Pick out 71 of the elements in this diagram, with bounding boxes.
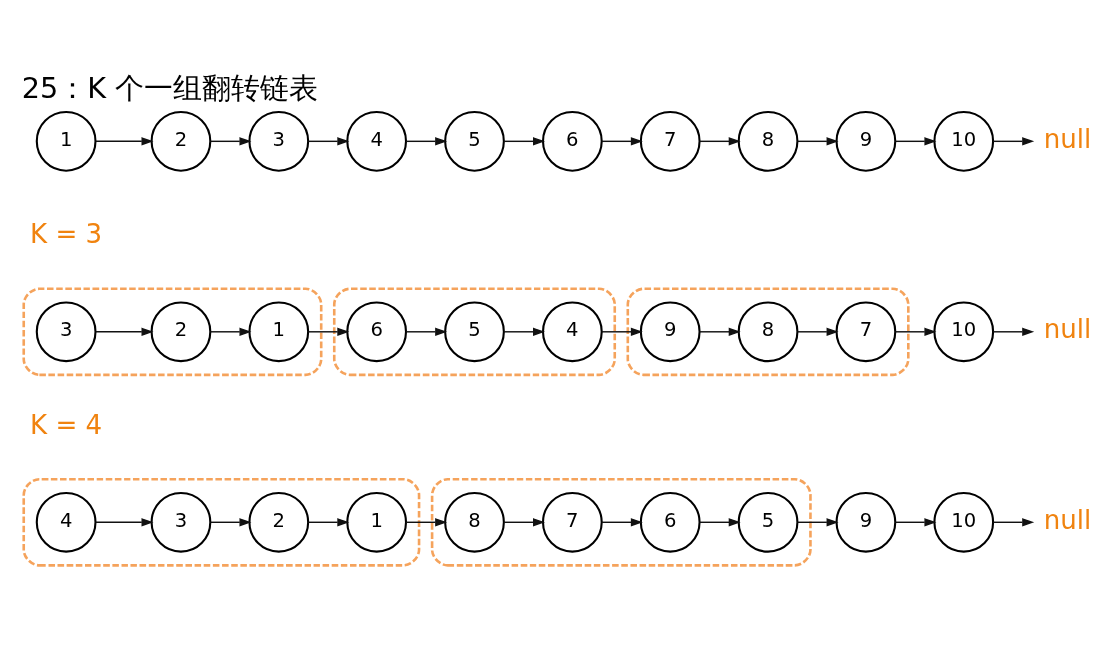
node-circle: 2	[248, 491, 310, 553]
node-circle: 10	[933, 300, 995, 362]
arrow	[992, 136, 1035, 146]
cluster	[430, 477, 812, 567]
node-circle: 6	[541, 110, 603, 172]
node-circle: 8	[737, 300, 799, 362]
node-circle: 10	[933, 110, 995, 172]
node-circle: 7	[639, 110, 701, 172]
node-circle: 3	[150, 491, 212, 553]
arrow	[503, 517, 546, 526]
arrow	[601, 136, 643, 146]
cluster	[332, 286, 617, 376]
node-circle: 1	[248, 300, 310, 362]
node-circle: 2	[150, 300, 212, 362]
arrow	[307, 136, 350, 146]
diagram-title: 25：K 个一组翻转链表	[21, 70, 319, 105]
node-circle: 6	[346, 300, 408, 362]
arrow	[698, 327, 741, 336]
arrow	[796, 136, 839, 146]
arrow	[405, 517, 448, 526]
arrow	[95, 517, 154, 526]
arrow	[796, 327, 839, 336]
arrow	[405, 136, 448, 146]
node-circle: 4	[541, 300, 603, 362]
arrow	[796, 517, 839, 526]
label: K = 3	[30, 218, 103, 249]
node-circle: 8	[737, 110, 799, 172]
arrow	[307, 517, 350, 526]
node-text: null	[1043, 123, 1092, 154]
arrow	[209, 517, 252, 526]
node-circle: 4	[35, 491, 97, 553]
node-circle: 9	[835, 491, 897, 553]
cluster	[22, 286, 323, 376]
node-circle: 4	[346, 110, 408, 172]
arrow	[405, 327, 448, 336]
label: K = 4	[30, 409, 103, 440]
node-circle: 1	[346, 491, 408, 553]
node-circle: 2	[150, 110, 212, 172]
node-circle: 5	[444, 300, 505, 362]
arrow	[601, 517, 643, 526]
node-circle: 9	[639, 300, 701, 362]
arrow	[95, 136, 154, 146]
arrow	[503, 327, 546, 336]
node-circle: 9	[835, 110, 897, 172]
cluster	[22, 477, 421, 567]
arrow	[894, 327, 937, 336]
arrow	[698, 517, 741, 526]
cluster	[626, 286, 910, 376]
node-circle: 1	[35, 110, 97, 172]
arrow	[209, 327, 252, 336]
arrow	[307, 327, 350, 336]
node-text: null	[1043, 313, 1092, 344]
node-circle: 7	[541, 491, 603, 553]
node-text: null	[1043, 504, 1092, 535]
node-circle: 8	[444, 491, 505, 553]
node-circle: 5	[444, 110, 505, 172]
node-circle: 3	[35, 300, 97, 362]
arrow	[503, 136, 546, 146]
arrow	[894, 136, 937, 146]
node-circle: 7	[835, 300, 897, 362]
node-circle: 6	[639, 491, 701, 553]
arrow	[601, 327, 643, 336]
node-circle: 3	[248, 110, 310, 172]
node-circle: 10	[933, 491, 995, 553]
arrow	[698, 136, 741, 146]
arrow	[992, 327, 1035, 336]
arrow	[992, 517, 1035, 526]
arrow	[95, 327, 154, 336]
arrow	[209, 136, 252, 146]
arrow	[894, 517, 937, 526]
node-circle: 5	[737, 491, 799, 553]
